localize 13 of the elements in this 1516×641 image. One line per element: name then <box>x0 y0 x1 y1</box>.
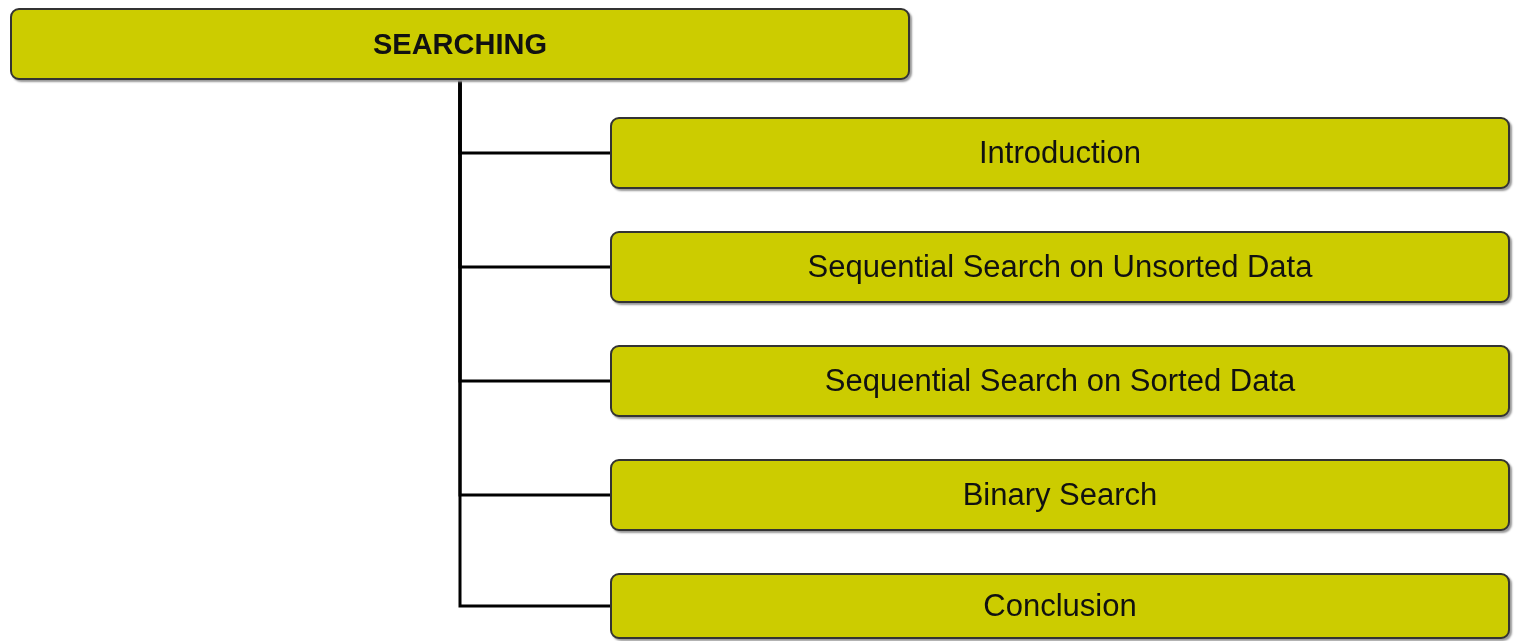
subtopic-box <box>610 345 1510 417</box>
box-label: SEARCHING <box>373 27 547 61</box>
box-label: Sequential Search on Sorted Data <box>824 363 1296 399</box>
topic-box <box>10 8 910 80</box>
connector-line <box>458 80 610 608</box>
subtopic-box <box>610 117 1510 189</box>
box-label: Conclusion <box>983 588 1137 624</box>
box-label: Sequential Search on Unsorted Data <box>807 249 1313 285</box>
box-label: Binary Search <box>962 477 1158 513</box>
subtopic-box <box>610 573 1510 639</box>
box-label: Introduction <box>979 135 1141 171</box>
subtopic-box <box>610 231 1510 303</box>
subtopic-box <box>610 459 1510 531</box>
